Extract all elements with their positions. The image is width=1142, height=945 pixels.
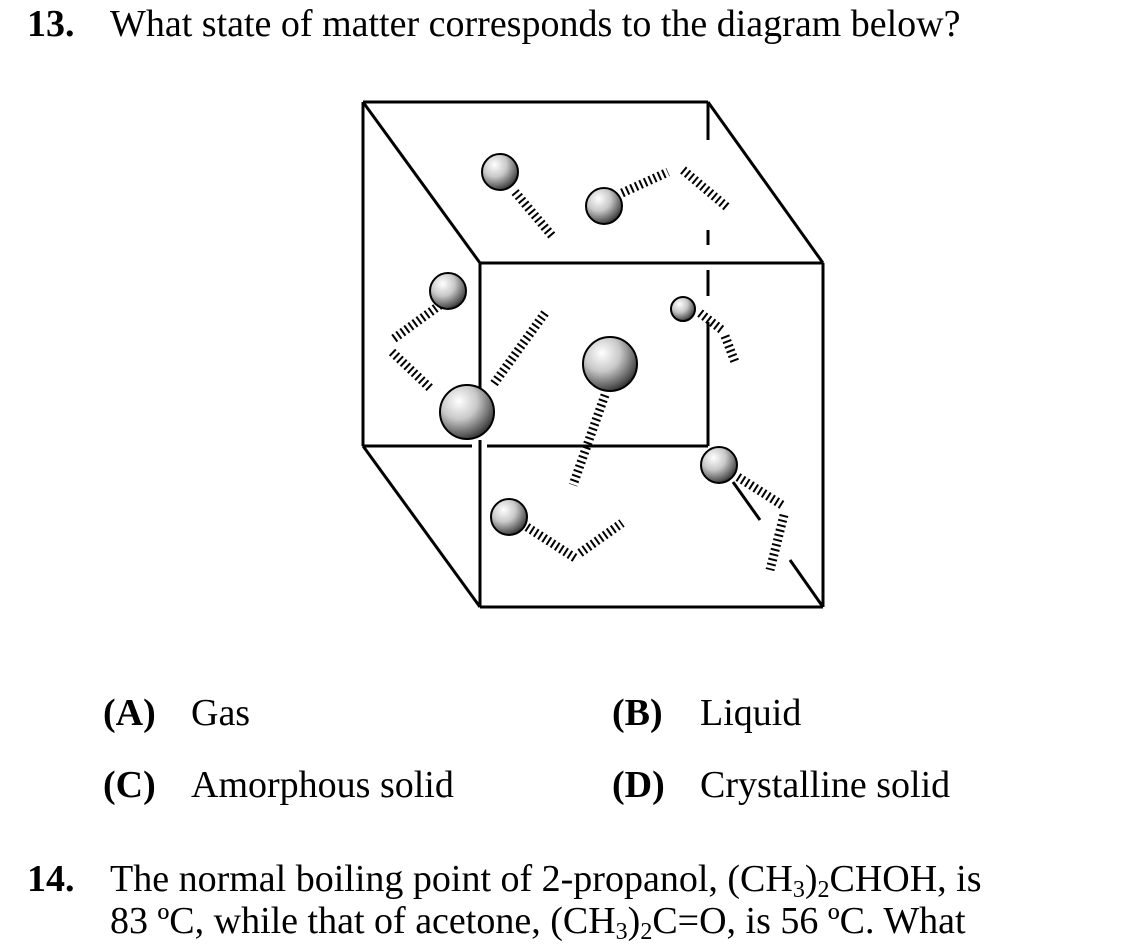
molecule [670, 296, 696, 322]
q14-l1-sub1: 3 [792, 877, 805, 903]
question-13-text: What state of matter corresponds to the … [110, 3, 961, 45]
q14-l1-sub2: 2 [817, 877, 830, 903]
option-b-letter: (B) [612, 692, 663, 734]
question-14-number: 14. [27, 858, 75, 900]
option-b[interactable]: (B) Liquid [612, 691, 801, 735]
option-a[interactable]: (A) Gas [103, 691, 250, 735]
option-b-text: Liquid [700, 692, 802, 734]
option-a-letter: (A) [103, 692, 156, 734]
q14-l2-b: ) [627, 900, 641, 942]
option-d[interactable]: (D) Crystalline solid [612, 763, 950, 807]
molecule [582, 336, 638, 392]
q14-l2-sub2: 2 [640, 919, 653, 945]
molecule [429, 272, 467, 310]
q14-l2-c: C=O, is 56 ºC. What [652, 900, 966, 942]
molecule [490, 498, 528, 536]
option-d-letter: (D) [612, 764, 665, 806]
molecules [429, 153, 738, 536]
molecule-trails [388, 166, 789, 572]
option-c[interactable]: (C) Amorphous solid [103, 763, 454, 807]
question-14-line-1: The normal boiling point of 2-propanol, … [110, 857, 982, 903]
molecule [700, 446, 738, 484]
cube-front-face [478, 261, 825, 609]
q14-l1-b: ) [804, 858, 818, 900]
molecule [481, 153, 519, 191]
molecule [439, 384, 495, 440]
molecule [585, 187, 623, 225]
q14-l1-a: The normal boiling point of 2-propanol, … [110, 858, 793, 900]
option-c-text: Amorphous solid [191, 764, 454, 806]
q14-l2-a: 83 ºC, while that of acetone, (CH [110, 900, 616, 942]
cube-depth-edges [361, 101, 825, 608]
question-14-line-2: 83 ºC, while that of acetone, (CH3)2C=O,… [110, 899, 966, 945]
cube-back-face [361, 100, 710, 448]
option-d-text: Crystalline solid [700, 764, 951, 806]
q14-l2-sub1: 3 [615, 919, 628, 945]
option-a-text: Gas [191, 692, 251, 734]
question-13-number: 13. [27, 3, 75, 45]
q14-l1-c: CHOH, is [829, 858, 982, 900]
option-c-letter: (C) [103, 764, 156, 806]
